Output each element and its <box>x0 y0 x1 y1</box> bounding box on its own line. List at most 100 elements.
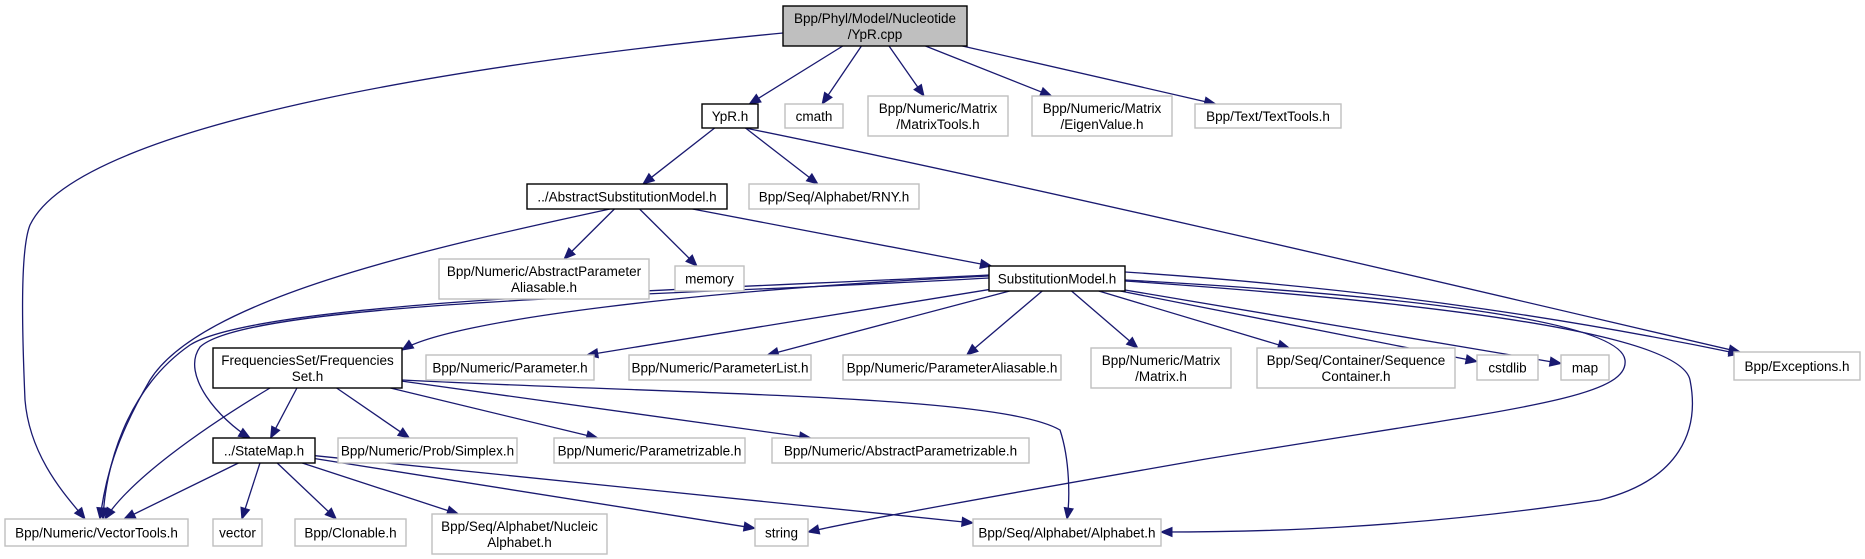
edge-line <box>243 462 261 512</box>
node-box[interactable] <box>212 437 316 464</box>
node-statemap[interactable]: ../StateMap.h <box>212 437 316 464</box>
edge-freqset-to-vectortools <box>104 387 271 521</box>
edge-line <box>102 274 990 520</box>
node-vector: vector <box>212 518 263 547</box>
arrowhead-icon <box>237 427 252 439</box>
edge-line <box>401 380 803 438</box>
edge-line <box>594 288 990 355</box>
node-cstdlib: cstdlib <box>1476 354 1539 381</box>
node-label: /EigenValue.h <box>1060 117 1143 132</box>
edge-line <box>130 462 239 517</box>
node-texttools: Bpp/Text/TextTools.h <box>1194 103 1342 129</box>
node-label: /Matrix.h <box>1135 369 1187 384</box>
node-box <box>431 513 608 555</box>
edge-substmodel-to-freqset <box>400 275 990 351</box>
node-box <box>1560 354 1610 381</box>
edge-substmodel-to-statemap <box>194 277 990 439</box>
node-label: Bpp/Numeric/ParameterList.h <box>631 361 808 376</box>
edge-line <box>692 208 984 266</box>
arrowhead-icon <box>400 339 415 351</box>
edge-line <box>104 387 271 520</box>
node-label: Bpp/Numeric/ParameterAliasable.h <box>847 361 1058 376</box>
node-rny: Bpp/Seq/Alphabet/RNY.h <box>748 183 920 210</box>
edge-line <box>972 290 1043 351</box>
node-cmath: cmath <box>784 103 844 129</box>
node-label: Bpp/Clonable.h <box>304 526 396 541</box>
node-box <box>784 103 844 129</box>
node-paramaliasable: Bpp/Numeric/ParameterAliasable.h <box>842 354 1062 381</box>
node-eigenvalue: Bpp/Numeric/Matrix/EigenValue.h <box>1031 95 1173 137</box>
node-box <box>867 95 1009 137</box>
edge-statemap-to-vector <box>240 462 261 521</box>
arrowhead-icon <box>563 247 576 260</box>
node-box[interactable] <box>212 347 403 389</box>
node-label: Bpp/Exceptions.h <box>1744 359 1849 374</box>
node-freqset[interactable]: FrequenciesSet/FrequenciesSet.h <box>212 347 403 389</box>
node-ypr-cpp[interactable]: Bpp/Phyl/Model/Nucleotide/YpR.cpp <box>782 5 968 47</box>
arrowhead-icon <box>1548 356 1563 367</box>
node-box[interactable] <box>701 103 759 129</box>
node-matrix: Bpp/Numeric/Matrix/Matrix.h <box>1090 347 1232 389</box>
edge-ypr_h-to-rny <box>745 127 819 185</box>
node-abstractsubst[interactable]: ../AbstractSubstitutionModel.h <box>526 183 728 210</box>
edge-substmodel-to-matrix <box>1071 290 1139 349</box>
node-label: string <box>765 526 798 541</box>
node-label: cstdlib <box>1488 361 1526 376</box>
node-label: ../AbstractSubstitutionModel.h <box>537 190 716 205</box>
node-label: FrequenciesSet/Frequencies <box>221 353 394 368</box>
node-matrixtools: Bpp/Numeric/Matrix/MatrixTools.h <box>867 95 1009 137</box>
node-label: Bpp/Numeric/AbstractParameter <box>447 264 642 279</box>
edge-ypr_h-to-abstractsubst <box>641 127 716 185</box>
edge-substmodel-to-alphabet <box>1124 280 1694 538</box>
node-substmodel[interactable]: SubstitutionModel.h <box>988 265 1126 292</box>
node-box <box>438 258 650 300</box>
edge-line <box>314 457 748 528</box>
node-box <box>1031 95 1173 137</box>
node-parameter: Bpp/Numeric/Parameter.h <box>425 354 595 381</box>
edge-substmodel-to-map <box>1124 289 1563 367</box>
node-ypr-h[interactable]: YpR.h <box>701 103 759 129</box>
node-box[interactable] <box>782 5 968 47</box>
edge-ypr_cpp-to-vectortools <box>21 32 784 521</box>
edge-line <box>807 279 1626 533</box>
node-label: memory <box>685 272 734 287</box>
edge-abstractsubst-to-substmodel <box>692 208 993 269</box>
edge-line <box>774 290 1010 354</box>
edge-substmodel-to-seqcontainer <box>1098 290 1291 350</box>
node-box[interactable] <box>526 183 728 210</box>
edge-freqset-to-abstractparametrizable <box>401 380 812 442</box>
node-clonable: Bpp/Clonable.h <box>294 518 407 547</box>
node-label: Bpp/Seq/Alphabet/RNY.h <box>759 190 910 205</box>
edge-abstractsubst-to-abstractparamalias <box>563 208 615 260</box>
edge-abstractsubst-to-memory <box>639 208 698 267</box>
node-box <box>1733 351 1861 381</box>
node-label: Bpp/Text/TextTools.h <box>1206 109 1330 124</box>
edge-ypr_cpp-to-matrixtools <box>888 45 925 98</box>
node-abstractparametrizable: Bpp/Numeric/AbstractParametrizable.h <box>771 437 1030 464</box>
node-box[interactable] <box>988 265 1126 292</box>
node-label: Bpp/Seq/Container/Sequence <box>1267 353 1446 368</box>
edge-line <box>962 45 1208 103</box>
node-box <box>842 354 1062 381</box>
edge-statemap-to-nucleicalphabet <box>302 462 460 516</box>
arrowhead-icon <box>685 254 698 267</box>
arrowhead-icon <box>1038 86 1053 97</box>
edge-substmodel-to-string <box>806 279 1626 535</box>
node-box <box>553 437 746 464</box>
node-vectortools: Bpp/Numeric/VectorTools.h <box>4 518 189 547</box>
node-label: vector <box>219 526 256 541</box>
edge-line <box>1124 280 1694 533</box>
node-label: Bpp/Numeric/Parameter.h <box>432 361 587 376</box>
node-label: cmath <box>796 109 833 124</box>
edge-line <box>755 45 844 101</box>
node-box <box>1256 347 1456 389</box>
node-label: /MatrixTools.h <box>896 117 979 132</box>
node-label: Bpp/Seq/Alphabet/Alphabet.h <box>978 526 1155 541</box>
edge-line <box>888 45 920 90</box>
arrowhead-icon <box>269 425 281 440</box>
node-parametrizable: Bpp/Numeric/Parametrizable.h <box>553 437 746 464</box>
node-label: Bpp/Numeric/VectorTools.h <box>15 526 178 541</box>
node-box <box>1476 354 1539 381</box>
